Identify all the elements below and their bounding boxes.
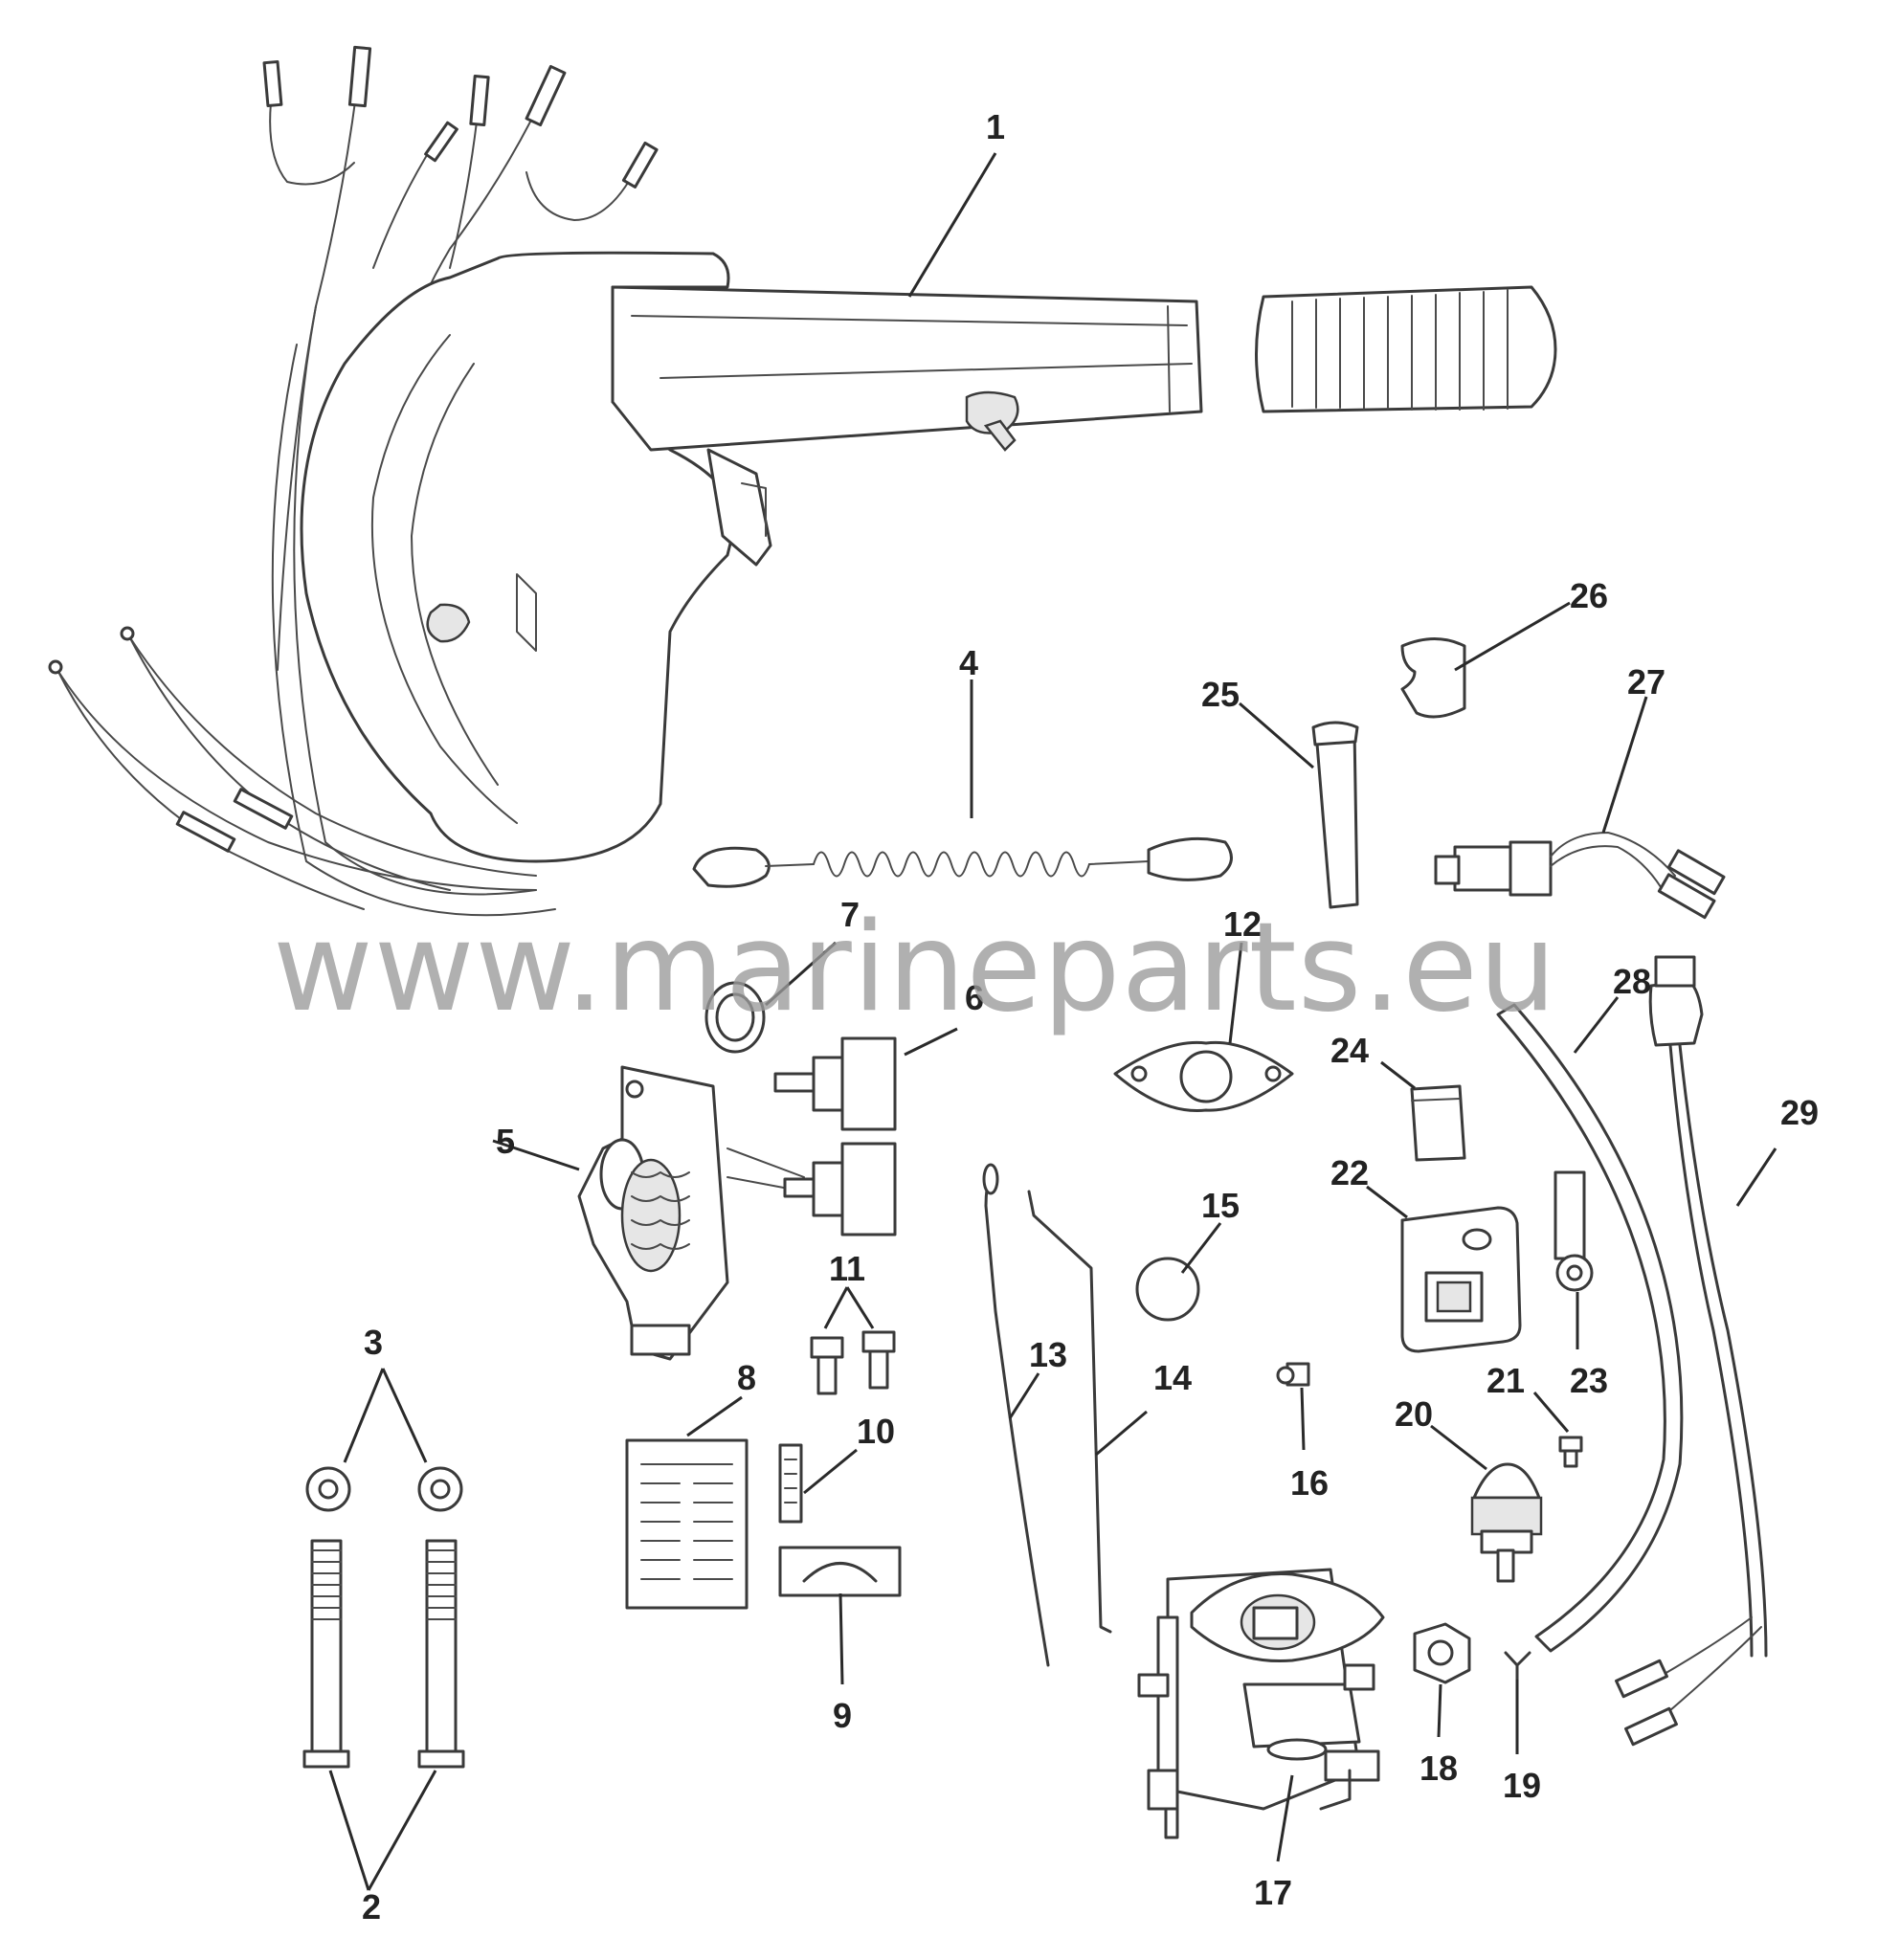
callout-26: 26 — [1570, 576, 1608, 615]
carburetor-part — [1137, 1568, 1385, 1862]
callout-24: 24 — [1330, 1031, 1369, 1070]
decal-small-part — [778, 1546, 902, 1685]
callout-15: 15 — [1201, 1186, 1240, 1225]
callout-27: 27 — [1627, 662, 1665, 702]
bolts-washers-part — [302, 1368, 465, 1891]
decal-part — [625, 1395, 749, 1610]
gasket-part — [1113, 942, 1294, 1113]
screws-part — [810, 1286, 896, 1395]
rods-part — [982, 1163, 1148, 1667]
callout-6: 6 — [965, 978, 984, 1017]
leader-line — [907, 152, 997, 298]
terminal-part — [1554, 1170, 1594, 1349]
primer-bulb-part — [1430, 1424, 1543, 1583]
callout-3: 3 — [364, 1323, 383, 1362]
clamp-part — [1504, 1651, 1531, 1754]
callout-19: 19 — [1503, 1766, 1541, 1805]
callout-5: 5 — [496, 1122, 515, 1161]
switch-wired-part — [1434, 696, 1726, 920]
callout-17: 17 — [1254, 1873, 1292, 1912]
callout-25: 25 — [1201, 675, 1240, 714]
callout-11: 11 — [829, 1249, 865, 1288]
callout-4: 4 — [959, 643, 978, 682]
callout-22: 22 — [1330, 1153, 1369, 1192]
plate-part — [1366, 1185, 1522, 1353]
o-ring-part — [704, 941, 837, 1054]
callout-10: 10 — [857, 1412, 895, 1451]
watermark-text: www.marineparts.eu — [273, 897, 1557, 1039]
callout-23: 23 — [1570, 1361, 1608, 1400]
retainer-clip-part — [1400, 601, 1571, 719]
callout-2: 2 — [362, 1887, 381, 1927]
callout-9: 9 — [833, 1696, 852, 1735]
callout-29: 29 — [1780, 1093, 1819, 1132]
block-part — [1380, 1060, 1466, 1162]
callout-13: 13 — [1029, 1335, 1067, 1374]
lanyard-part — [692, 679, 1233, 888]
callout-16: 16 — [1290, 1463, 1329, 1503]
callout-21: 21 — [1486, 1361, 1525, 1400]
pin-part — [1239, 702, 1359, 909]
tiller-handle-part — [48, 45, 1557, 917]
callout-7: 7 — [840, 895, 860, 934]
callout-labels: 1 2 3 4 5 6 7 8 9 10 11 12 13 14 15 16 1… — [362, 107, 1819, 1927]
clip-part — [1276, 1362, 1310, 1451]
callout-1: 1 — [986, 107, 1005, 146]
cap-part — [1135, 1222, 1222, 1322]
callout-20: 20 — [1395, 1394, 1433, 1434]
callout-12: 12 — [1223, 904, 1262, 944]
callout-8: 8 — [737, 1358, 756, 1397]
fuel-hose-part — [1496, 996, 1684, 1653]
small-screw-part — [1532, 1392, 1583, 1468]
callout-28: 28 — [1613, 962, 1651, 1001]
callout-14: 14 — [1153, 1358, 1192, 1397]
label-strip-part — [778, 1443, 858, 1524]
harness-part — [1615, 955, 1777, 1747]
nut-part — [1413, 1622, 1471, 1738]
switch-assembly-part — [492, 1065, 805, 1361]
callout-18: 18 — [1419, 1748, 1458, 1788]
switch-part — [773, 1027, 958, 1236]
